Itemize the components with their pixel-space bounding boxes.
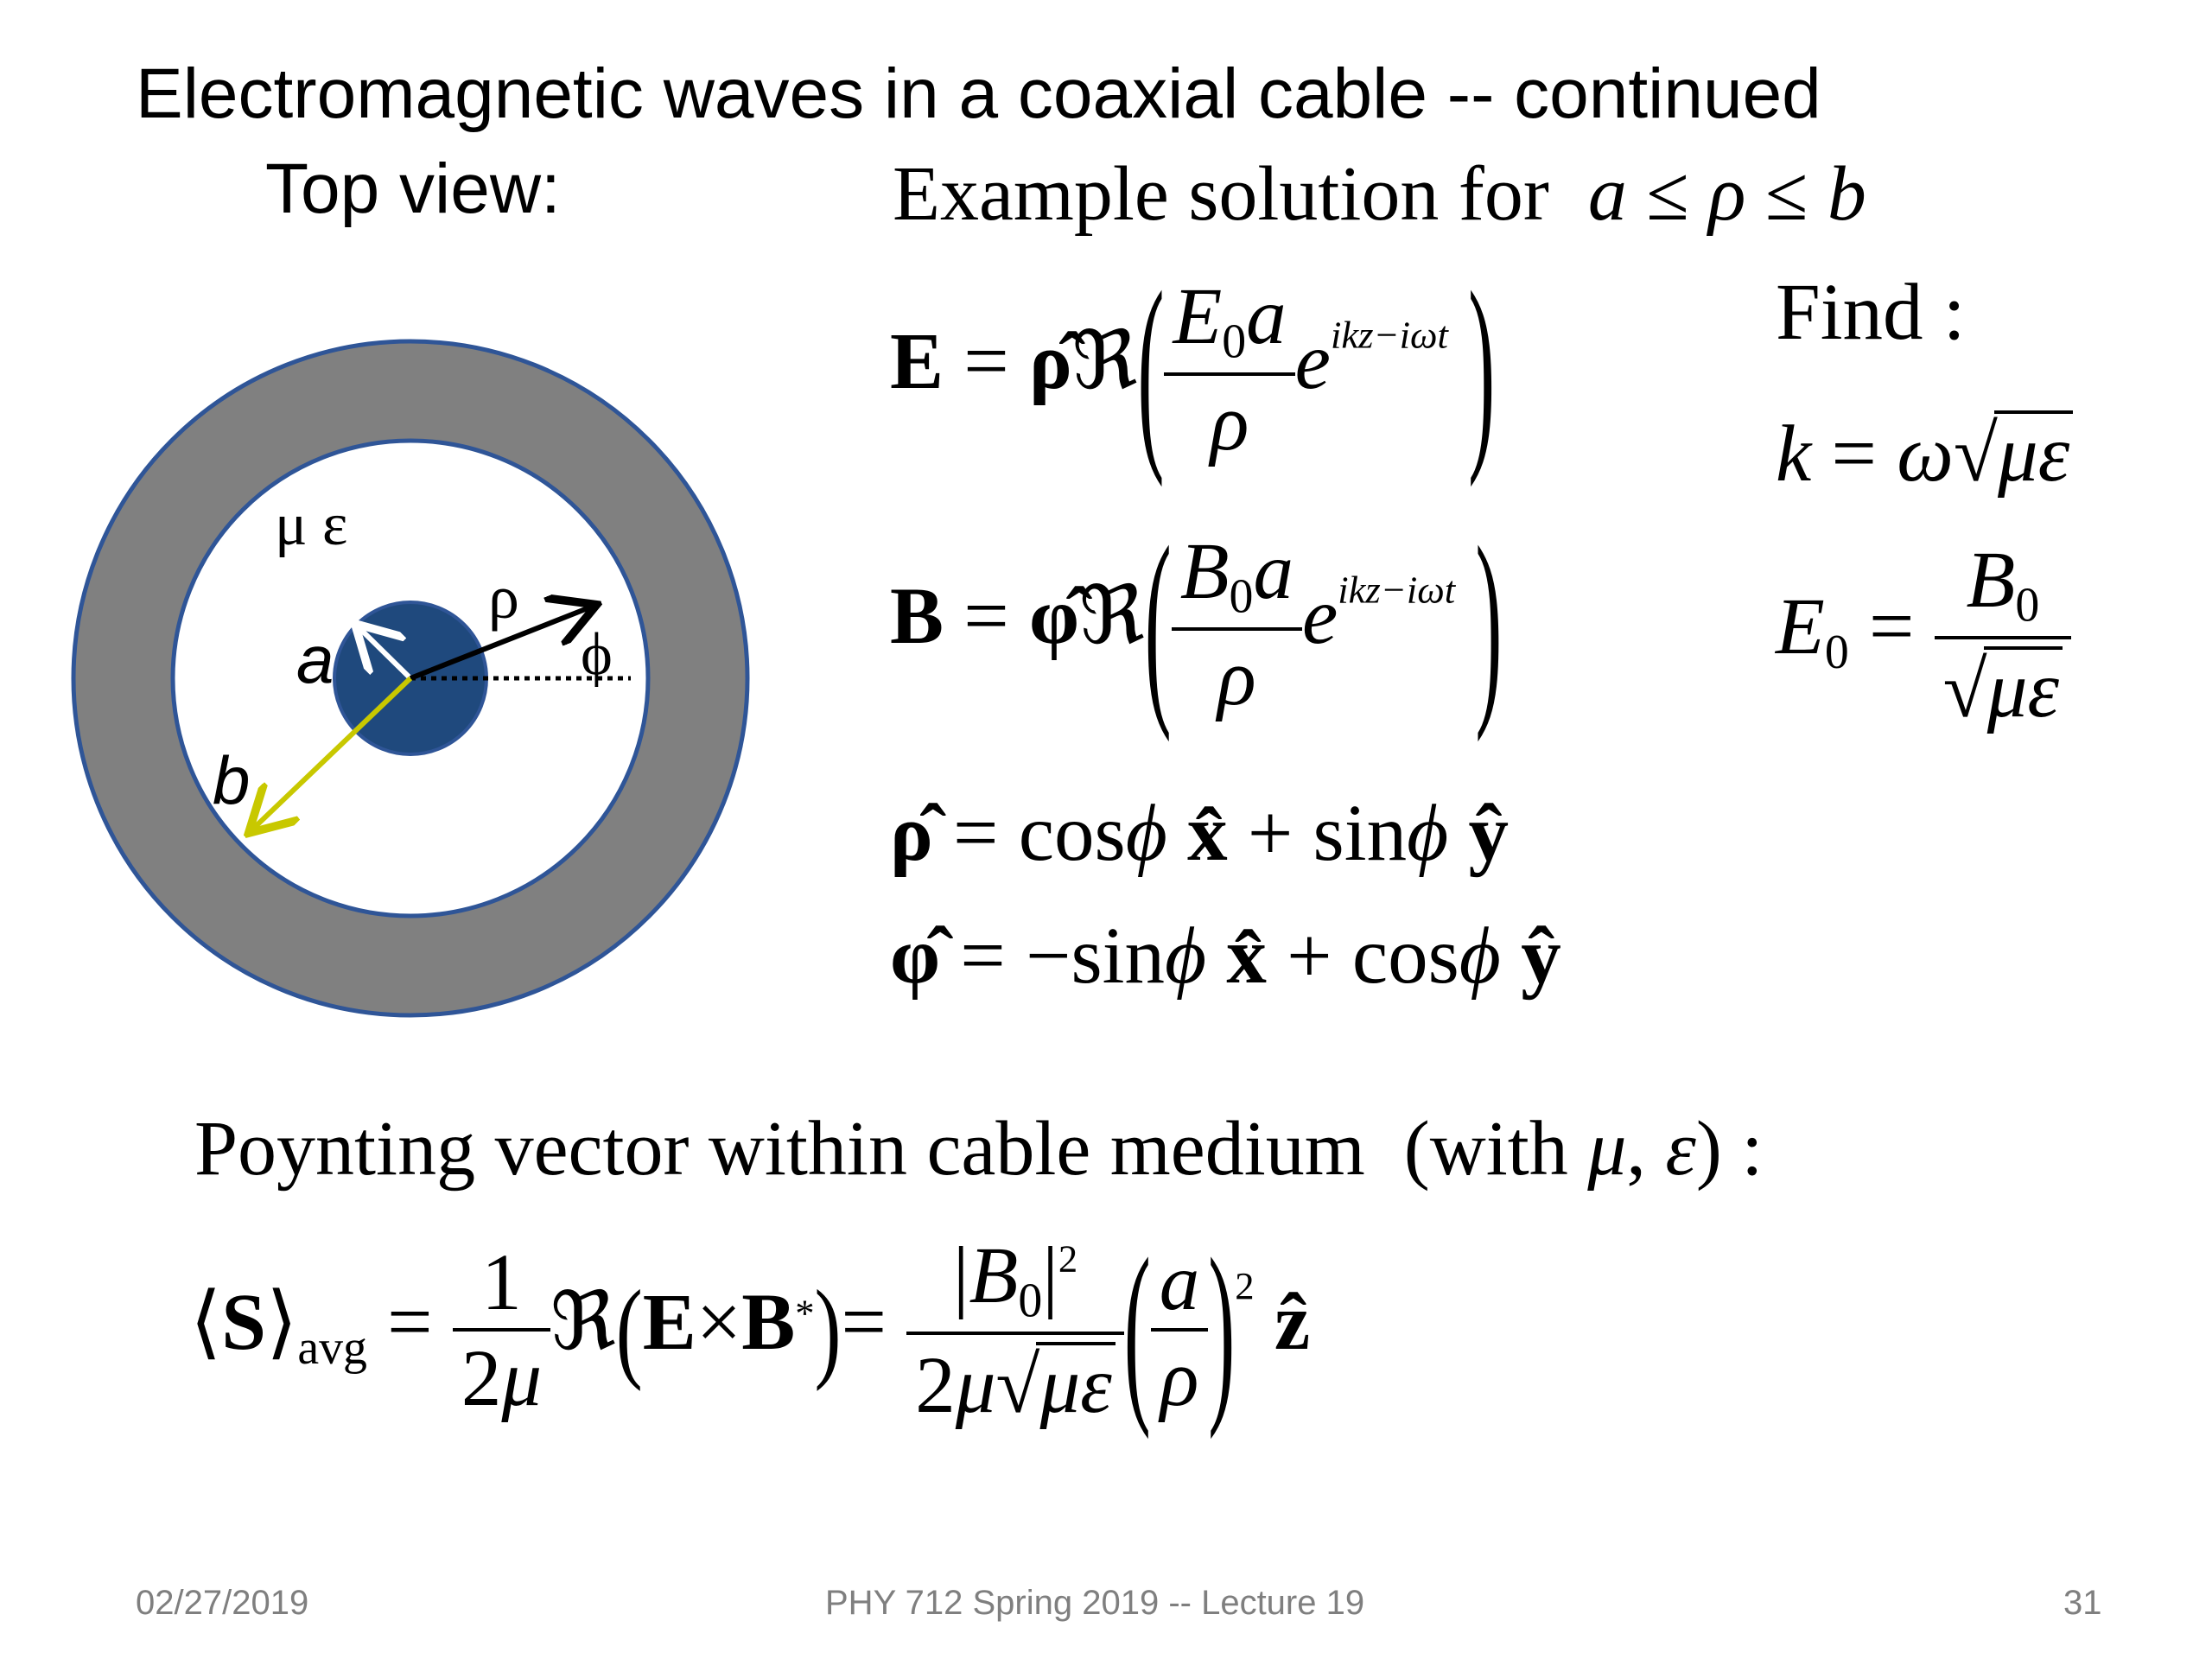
find-label: Find : bbox=[1776, 268, 1966, 357]
poynting-intro: Poynting vector within cable medium bbox=[194, 1106, 1365, 1192]
footer-date: 02/27/2019 bbox=[136, 1584, 309, 1622]
label-rho: ρ bbox=[488, 563, 519, 632]
example-intro: Example solution for bbox=[893, 151, 1549, 237]
rho-hat-equation: ρ̂ = cosϕ x̂ + sinϕ ŷ bbox=[890, 789, 1509, 878]
example-solution-line: Example solution for a ≤ ρ ≤ b bbox=[893, 151, 1866, 237]
slide-title: Electromagnetic waves in a coaxial cable… bbox=[136, 54, 1821, 133]
a-radius-arrow bbox=[359, 627, 413, 681]
coax-top-view-diagram bbox=[71, 339, 750, 1018]
phi-hat-equation: φ̂ = −sinϕ x̂ + cosϕ ŷ bbox=[890, 912, 1561, 1001]
k-equation: k = ω√με bbox=[1776, 410, 2074, 494]
poynting-intro-line: Poynting vector within cable medium (wit… bbox=[194, 1106, 1764, 1192]
top-view-label: Top view: bbox=[265, 149, 561, 228]
footer-page-number: 31 bbox=[2063, 1584, 2102, 1622]
poynting-with: (with bbox=[1403, 1106, 1568, 1192]
label-b: b bbox=[213, 742, 251, 818]
rho-arrow bbox=[409, 607, 592, 681]
label-a: a bbox=[296, 621, 334, 697]
label-phi: ϕ bbox=[581, 621, 613, 688]
medium-label: μ ε bbox=[275, 492, 348, 558]
b-radius-arrow bbox=[252, 676, 413, 830]
e0-equation: E0 = B0√με bbox=[1776, 540, 2072, 730]
footer-course: PHY 712 Spring 2019 -- Lecture 19 bbox=[825, 1584, 1365, 1622]
